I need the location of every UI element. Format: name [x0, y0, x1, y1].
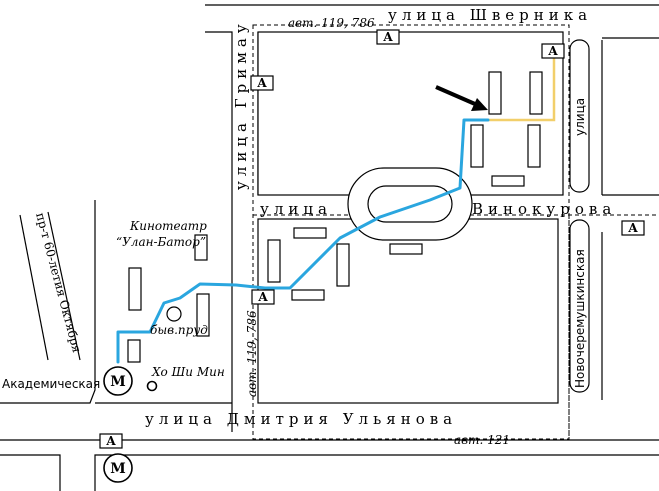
street-vinokurova-left: улица	[260, 200, 332, 218]
bus-stop-icon[interactable]: А	[99, 433, 123, 449]
roundabout	[347, 167, 473, 241]
bus-stop-icon[interactable]: А	[621, 220, 645, 236]
street-vinokurova-right: Винокурова	[472, 200, 616, 218]
building	[488, 71, 502, 115]
buildings	[127, 71, 543, 363]
street-edge-bottom-metro-block	[94, 454, 659, 491]
building	[128, 267, 142, 311]
bus-route-bottom: авт. 121	[454, 433, 510, 447]
place-cinema-line2: “Улан-Батор”	[116, 235, 206, 249]
monument-icon	[146, 380, 158, 392]
svg-text:А: А	[106, 434, 116, 448]
place-akademicheskaya: Академическая	[2, 377, 100, 391]
street-ulitsa-right: улица	[573, 98, 587, 136]
building	[293, 227, 327, 239]
place-cinema-line1: Кинотеатр	[129, 219, 207, 233]
street-novocheryomushkinskaya: Новочеремушкинская	[573, 249, 587, 388]
svg-text:А: А	[257, 76, 267, 90]
building	[529, 71, 543, 115]
building	[336, 243, 350, 287]
building	[127, 339, 141, 363]
bus-stop-icon[interactable]: А	[541, 43, 565, 59]
svg-text:А: А	[383, 30, 393, 44]
svg-text:А: А	[628, 221, 638, 235]
metro-icon[interactable]: М	[103, 366, 133, 396]
street-edge-bottom-left-block	[0, 454, 61, 491]
building	[194, 234, 208, 261]
pond	[166, 306, 182, 322]
svg-text:М: М	[110, 461, 126, 477]
final-path	[488, 57, 556, 122]
building	[527, 124, 541, 168]
building	[491, 175, 525, 187]
street-edge-left-block	[0, 200, 96, 404]
bus-route-left: авт. 119, 786	[245, 310, 259, 397]
bus-route-top: авт. 119, 786	[288, 16, 375, 30]
building	[291, 289, 325, 301]
building	[267, 239, 281, 283]
place-pond: быв.пруд	[150, 323, 208, 337]
place-ho-chi-minh: Хо Ши Мин	[151, 365, 225, 379]
island-ulitsa	[569, 39, 590, 193]
svg-text:А: А	[548, 44, 558, 58]
street-prospekt: пр-т 60-летия Октября	[33, 211, 84, 354]
svg-text:М: М	[110, 374, 126, 390]
street-edge-prospekt-right	[47, 211, 81, 361]
bus-stop-icon[interactable]: А	[250, 75, 274, 91]
bus-stop-icon[interactable]: А	[376, 29, 400, 45]
street-edges	[0, 4, 659, 491]
bus-route-dashed	[252, 24, 570, 440]
building	[389, 243, 423, 255]
right-islands	[569, 39, 590, 393]
street-dmitriya-ulyanova: улица Дмитрия Ульянова	[145, 410, 457, 428]
street-edge-prospekt-left	[19, 214, 49, 361]
street-shvernika: улица Шверника	[388, 6, 592, 24]
bus-stop-icon[interactable]: А	[251, 289, 275, 305]
metro-icon[interactable]: М	[103, 453, 133, 483]
street-edge-grimau-left	[205, 31, 233, 432]
walking-route	[116, 118, 490, 364]
svg-text:А: А	[258, 290, 268, 304]
arrow-icon	[435, 85, 488, 111]
street-grimau: улица Гримау	[232, 19, 250, 190]
building	[470, 124, 484, 168]
building	[196, 293, 210, 337]
island-novocheryomushkinskaya	[569, 219, 590, 393]
